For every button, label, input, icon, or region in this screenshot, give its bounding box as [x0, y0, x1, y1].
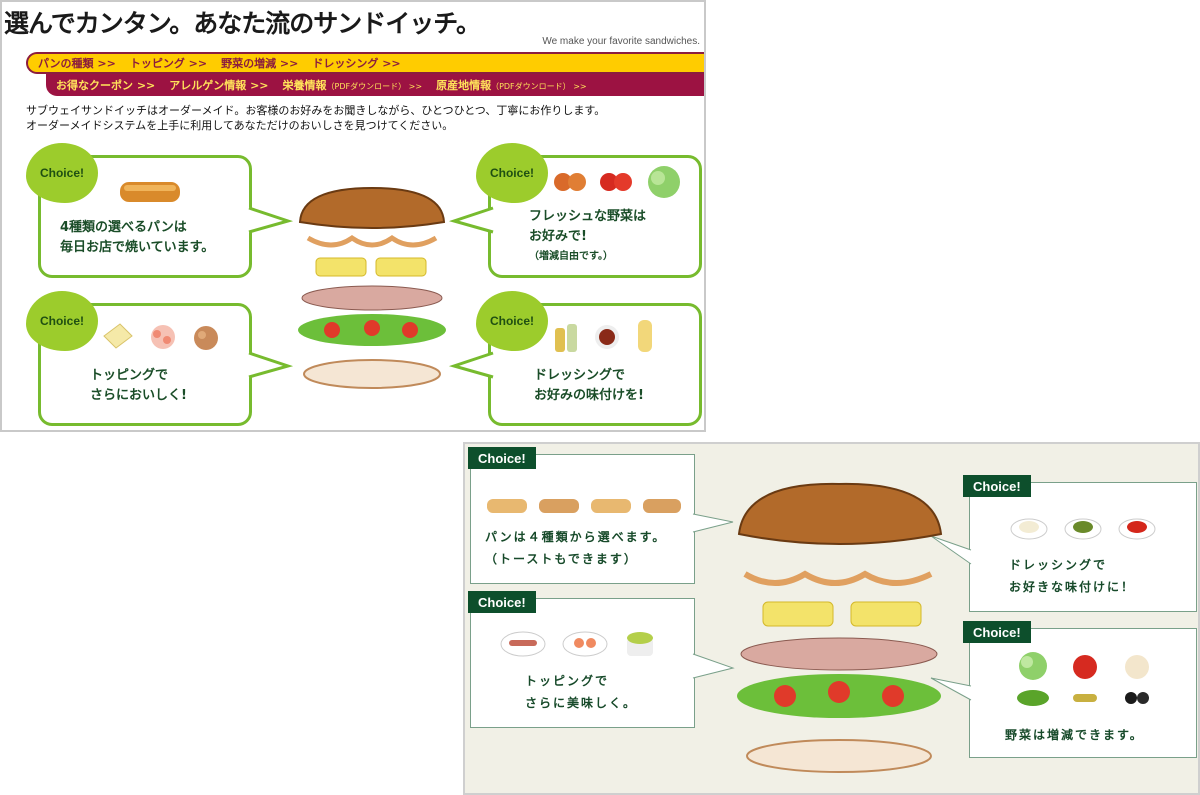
choice-badge: Choice!	[476, 291, 548, 351]
dressing-caption-line-1: ドレッシングで	[534, 368, 626, 383]
dressing-box-pointer	[448, 351, 494, 379]
mayo-bottle-icon	[638, 320, 652, 352]
oil-vinegar-icon	[555, 324, 577, 352]
vegetables-choice-box-b	[969, 628, 1197, 758]
bread-box-pointer	[248, 206, 294, 234]
nav-link-vegetables[interactable]: 野菜の増減 >>	[221, 57, 299, 70]
toppings-caption-line-2: さらにおいしく!	[90, 388, 187, 403]
top-panel: 選んでカンタン。あなた流のサンドイッチ。 We make your favori…	[0, 0, 706, 432]
bread-roll-icon	[120, 182, 180, 202]
secondary-nav: お得なクーポン >> アレルゲン情報 >> 栄養情報（PDFダウンロード） >>…	[46, 74, 704, 96]
bread-caption: 4種類の選べるパンは毎日お店で焼いています。	[60, 218, 214, 258]
tagline: We make your favorite sandwiches.	[542, 36, 700, 47]
toppings-box-pointer	[248, 351, 294, 379]
bread-caption-line-1: 4種類の選べるパンは	[60, 220, 187, 235]
nav-link-origin[interactable]: 原産地情報（PDFダウンロード） >>	[436, 77, 587, 93]
nav-link-coupons-label: お得なクーポン >>	[56, 79, 156, 92]
toppings-caption-b-line-2: さらに美味しく。	[525, 696, 638, 710]
bread-caption-line-2: 毎日お店で焼いています。	[60, 240, 215, 255]
olives-icon	[1125, 692, 1149, 704]
vegetables-caption-b: 野菜は増減できます。	[1005, 724, 1144, 746]
lettuce-icon	[648, 166, 680, 198]
nav-link-nutrition-label: 栄養情報	[282, 79, 327, 92]
dressing-caption-b: ドレッシングでお好きな味付けに！	[1009, 554, 1135, 598]
toppings-box-b-pointer	[692, 653, 735, 679]
bread-loaves-icon	[487, 499, 681, 513]
tomato-icon	[600, 173, 632, 191]
tomato-sauce-dish-icon	[1118, 518, 1156, 540]
toppings-caption-b-line-1: トッピングで	[525, 674, 610, 688]
onion-icon-b	[1125, 655, 1149, 679]
toppings-caption-b: トッピングでさらに美味しく。	[525, 670, 637, 714]
choice-badge: Choice!	[468, 591, 536, 613]
nav-link-origin-label: 原産地情報	[436, 79, 492, 92]
nav-link-allergen-label: アレルゲン情報 >>	[169, 79, 269, 92]
nav-link-dressing[interactable]: ドレッシング >>	[312, 57, 401, 70]
choice-badge: Choice!	[26, 291, 98, 351]
nav-link-allergen[interactable]: アレルゲン情報 >>	[169, 77, 268, 93]
vegetables-caption-line-2: お好みで!	[529, 229, 587, 244]
onion-icon	[554, 173, 586, 191]
choice-badge: Choice!	[963, 621, 1031, 643]
vegetables-box-b-pointer	[930, 677, 972, 701]
pickles-icon	[1073, 694, 1097, 702]
dressing-caption-line-2: お好みの味付けを!	[534, 388, 644, 403]
pesto-dish-icon	[1064, 518, 1102, 540]
bread-caption-b-line-2: （トーストもできます）	[485, 552, 638, 566]
green-pepper-icon	[1017, 690, 1049, 706]
nav-link-origin-suffix: （PDFダウンロード） >>	[491, 82, 587, 91]
avocado-cup-icon	[627, 632, 653, 656]
dressing-choice-box-b	[969, 482, 1197, 612]
toppings-caption: トッピングでさらにおいしく!	[90, 366, 187, 406]
cheese-icon	[103, 323, 133, 349]
vegetables-caption-line-1: フレッシュな野菜は	[529, 209, 647, 224]
choice-badge: Choice!	[468, 447, 536, 469]
choice-badge: Choice!	[476, 143, 548, 203]
dressing-caption: ドレッシングでお好みの味付けを!	[534, 366, 644, 406]
bacon-plate-icon	[500, 631, 546, 657]
nav-link-nutrition[interactable]: 栄養情報（PDFダウンロード） >>	[283, 77, 423, 93]
sandwich-illustration	[298, 186, 446, 389]
intro-line-2: オーダーメイドシステムを上手に利用してあなただけのおいしさを見つけてください。	[26, 119, 454, 132]
intro-text: サブウェイサンドイッチはオーダーメイド。お客様のお好みをお聞きしながら、ひとつひ…	[26, 103, 605, 133]
nav-link-nutrition-suffix: （PDFダウンロード） >>	[326, 82, 423, 91]
tomato-icon-b	[1073, 655, 1097, 679]
dressing-caption-b-line-1: ドレッシングで	[1009, 558, 1108, 572]
vegetables-caption: フレッシュな野菜はお好みで! （増減自由です。）	[529, 207, 646, 267]
nav-link-bread-types[interactable]: パンの種類 >>	[38, 57, 116, 70]
toppings-caption-line-1: トッピングで	[90, 368, 169, 383]
vegetables-caption-note: （増減自由です。）	[529, 251, 613, 262]
sauce-bowl-icon	[595, 325, 619, 349]
vegetables-caption-b-line-1: 野菜は増減できます。	[1005, 728, 1144, 742]
shrimp-icon	[151, 325, 175, 349]
bread-caption-b-line-1: パンは４種類から選べます。	[485, 530, 667, 544]
sandwich-illustration-b	[737, 482, 943, 773]
intro-line-1: サブウェイサンドイッチはオーダーメイド。お客様のお好みをお聞きしながら、ひとつひ…	[26, 104, 606, 117]
bottom-panel: Choice! パンは４種類から選べます。 （トーストもできます） Choice!…	[463, 442, 1200, 795]
page-title: 選んでカンタン。あなた流のサンドイッチ。	[4, 9, 481, 38]
toppings-choice-box	[38, 303, 252, 426]
bread-box-b-pointer	[692, 513, 734, 533]
primary-nav: パンの種類 >> トッピング >> 野菜の増減 >> ドレッシング >>	[26, 52, 704, 74]
tuna-icon	[194, 326, 218, 350]
bread-choice-box-b	[470, 454, 695, 584]
choice-badge: Choice!	[963, 475, 1031, 497]
bread-caption-b: パンは４種類から選べます。 （トーストもできます）	[485, 526, 666, 570]
vegetables-box-pointer	[448, 206, 494, 234]
dressing-caption-b-line-2: お好きな味付けに！	[1009, 580, 1136, 594]
lettuce-icon-b	[1019, 652, 1047, 680]
shrimp-plate-icon	[562, 631, 608, 657]
nav-link-toppings[interactable]: トッピング >>	[129, 57, 208, 70]
toppings-choice-box-b	[470, 598, 695, 728]
mayo-dish-icon	[1010, 518, 1048, 540]
nav-link-coupons[interactable]: お得なクーポン >>	[56, 77, 155, 93]
choice-badge: Choice!	[26, 143, 98, 203]
